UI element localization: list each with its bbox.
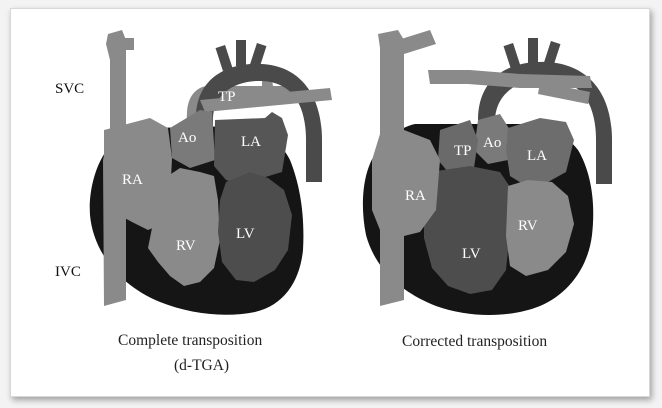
right-label-ra: RA <box>405 188 426 204</box>
right-heart: TP Ao LA RA LV RV Corrected transpositio… <box>363 30 612 350</box>
left-label-svc: SVC <box>55 81 84 97</box>
right-label-tp: TP <box>454 143 472 159</box>
left-vena-cava <box>103 30 126 306</box>
left-heart: SVC IVC TP Ao LA RA RV LV Complete trans… <box>55 30 332 374</box>
right-aorta-branch-1 <box>504 43 521 69</box>
left-label-ao: Ao <box>178 130 196 146</box>
right-aorta-branch-3 <box>544 41 561 67</box>
left-label-la: LA <box>241 134 261 150</box>
left-svc-branch <box>122 38 134 50</box>
right-aorta-branch-2 <box>528 38 538 64</box>
left-label-ra: RA <box>122 172 143 188</box>
left-aorta-branch-2 <box>236 40 246 66</box>
left-label-tp: TP <box>218 89 236 105</box>
left-label-lv: LV <box>236 226 255 242</box>
right-label-la: LA <box>527 148 547 164</box>
left-caption-line2: (d-TGA) <box>174 357 229 374</box>
left-label-ivc: IVC <box>55 264 81 280</box>
left-label-rv: RV <box>176 238 196 254</box>
right-label-rv: RV <box>518 218 538 234</box>
right-label-lv: LV <box>462 246 481 262</box>
right-label-ao: Ao <box>483 135 501 151</box>
left-aorta-branch-1 <box>216 45 233 71</box>
right-caption: Corrected transposition <box>402 333 547 350</box>
left-caption-line1: Complete transposition <box>118 332 262 349</box>
right-svc-branch <box>398 30 436 54</box>
